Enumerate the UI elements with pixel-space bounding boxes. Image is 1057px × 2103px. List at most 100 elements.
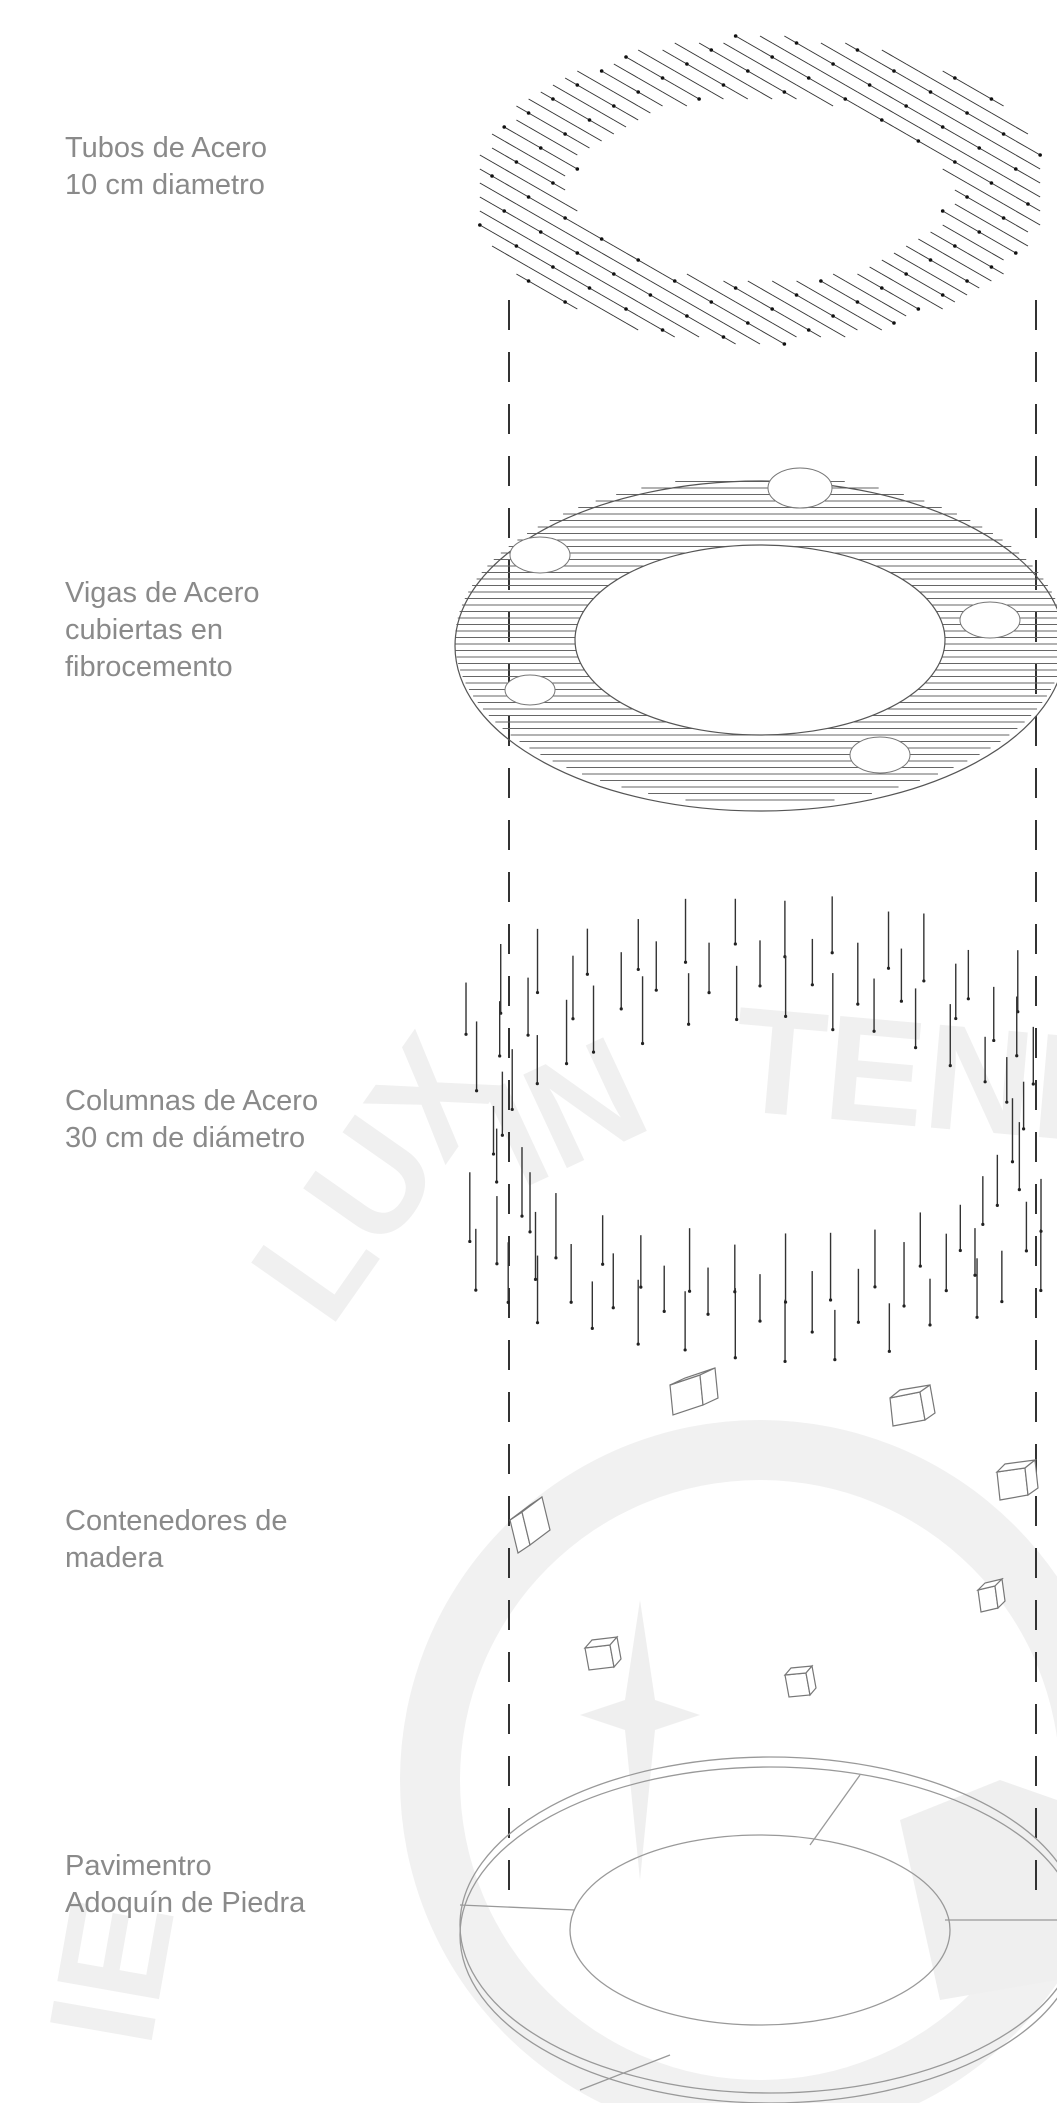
tube-joint [648, 293, 653, 297]
tube [966, 280, 980, 289]
tube [966, 252, 980, 261]
tube [991, 182, 1004, 191]
tube [577, 112, 590, 121]
tube [881, 119, 895, 128]
tube [589, 259, 602, 268]
tube-joint [953, 160, 957, 164]
tube [540, 147, 554, 156]
tube [771, 308, 785, 317]
column-base [1000, 1299, 1004, 1304]
tube [918, 266, 931, 275]
tube [1015, 126, 1029, 135]
tube [857, 91, 870, 100]
tube [881, 63, 895, 72]
tube [966, 140, 980, 149]
tube [1015, 154, 1029, 163]
column-base [683, 1348, 687, 1352]
tube-joint [624, 55, 628, 59]
container-box [976, 1577, 1006, 1613]
tube [759, 77, 773, 86]
tube [1003, 133, 1017, 142]
tube-joint [1001, 216, 1006, 220]
container-box [995, 1458, 1039, 1501]
tube [869, 322, 883, 331]
tube [686, 91, 700, 100]
tube [942, 126, 956, 135]
tube [528, 168, 542, 177]
tube [552, 84, 566, 93]
tube [978, 147, 992, 156]
tube-joint [843, 97, 848, 101]
tube [954, 91, 968, 100]
column-base [1017, 1188, 1021, 1192]
tube [869, 294, 883, 303]
label-line: Pavimentro [65, 1850, 212, 1882]
tube [662, 287, 675, 296]
tube-joint [806, 328, 811, 332]
tube [613, 287, 627, 296]
column-base [591, 1050, 596, 1054]
tube [625, 70, 639, 79]
column-base [922, 979, 926, 983]
tube [820, 322, 834, 331]
tube [905, 301, 919, 310]
tube [503, 168, 517, 177]
tube-joint [904, 104, 908, 108]
column-base [590, 1326, 594, 1331]
tube [650, 294, 663, 303]
tube [881, 315, 895, 324]
tube [930, 245, 943, 254]
tube-joint [514, 160, 519, 164]
tube [552, 168, 566, 177]
container-box [783, 1664, 817, 1698]
column-base [856, 1320, 861, 1324]
tube [662, 301, 675, 310]
tube [528, 140, 542, 149]
tube [930, 91, 943, 100]
tube [528, 280, 542, 289]
tube-joint [794, 293, 799, 297]
tube-joint [831, 314, 835, 318]
tube [625, 252, 639, 261]
tube [564, 105, 578, 114]
tube [516, 161, 529, 170]
tube [857, 49, 870, 58]
tube [893, 308, 907, 317]
tube [662, 91, 675, 100]
tube [723, 42, 736, 51]
tube [735, 77, 749, 86]
tube [771, 56, 785, 65]
tube [918, 84, 931, 93]
tube [662, 329, 675, 338]
label-steel-beams: Vigas de Acero cubiertas en fibrocemento [65, 575, 260, 686]
tube [516, 217, 529, 226]
tube [808, 287, 822, 296]
tube [845, 56, 858, 65]
tube [759, 49, 773, 58]
tube [905, 273, 919, 282]
tube [796, 56, 809, 65]
tube [540, 133, 554, 142]
label-line: 10 cm diametro [65, 169, 265, 201]
tube [698, 294, 712, 303]
tube-joint [587, 286, 592, 290]
tube [613, 273, 627, 282]
tube [528, 154, 542, 163]
tube [540, 273, 554, 282]
tube [1003, 161, 1017, 170]
tube [869, 112, 883, 121]
tube [625, 280, 639, 289]
tube [479, 224, 493, 233]
column-base [783, 1359, 787, 1364]
tube [918, 280, 931, 289]
tube [698, 56, 712, 65]
tube [966, 238, 980, 247]
tube-joint [782, 90, 787, 94]
tube-joint [746, 321, 750, 325]
column-base [995, 1203, 999, 1207]
tube [966, 98, 980, 107]
tube [918, 70, 931, 79]
tube [930, 77, 943, 86]
tube [832, 63, 846, 72]
tube-joint [782, 342, 787, 346]
